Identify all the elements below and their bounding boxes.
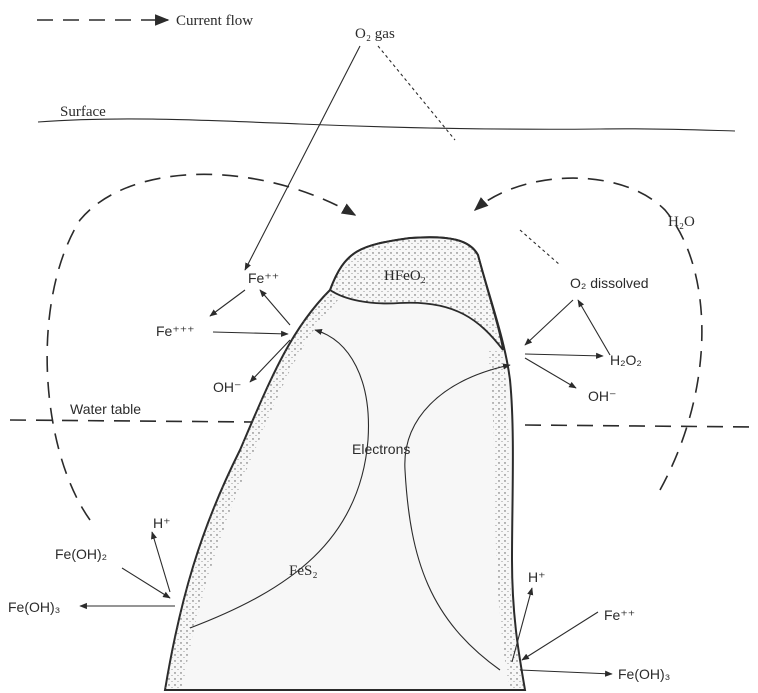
o2-dissolved-label: O₂ dissolved — [570, 275, 649, 291]
h-plus-right-label: H⁺ — [528, 569, 546, 585]
arrow-to-h2o2 — [525, 354, 603, 356]
o2-gas-label: O₂ gas — [355, 26, 395, 42]
legend-current-flow-label: Current flow — [176, 13, 253, 29]
arrow-to-oh-right — [525, 358, 576, 388]
arrow-to-o2-dissolved — [578, 300, 610, 355]
arrow-feoh2-to-body — [122, 568, 170, 598]
fe-pp-right-label: Fe⁺⁺ — [604, 607, 635, 623]
h-plus-left-label: H⁺ — [153, 515, 171, 531]
oh-left-label: OH⁻ — [213, 379, 241, 395]
arrow-fe-pp-to-fe-ppp — [210, 290, 245, 316]
feoh2-label: Fe(OH)₂ — [55, 546, 107, 562]
water-table-label: Water table — [70, 401, 141, 417]
h2o2-label: H₂O₂ — [610, 352, 642, 368]
o2-gas-to-surface-line — [378, 46, 455, 140]
arrow-fe-ppp-to-body — [213, 332, 288, 334]
fes2-label: FeS₂ — [289, 563, 318, 579]
arrow-o2-to-body — [525, 300, 573, 345]
h2o-label: H₂O — [668, 214, 695, 230]
hfeo2-label: HFeO₂ — [384, 268, 426, 284]
water-table-line-right — [525, 425, 755, 427]
legend: Current flow — [37, 13, 253, 29]
oh-right-label: OH⁻ — [588, 388, 616, 404]
arrow-to-fe-pp — [260, 290, 290, 325]
feoh3-right-label: Fe(OH)₃ — [618, 666, 670, 682]
water-table-line-left — [10, 420, 255, 422]
fe-pp-top-label: Fe⁺⁺ — [248, 270, 279, 286]
ore-body — [165, 237, 525, 690]
electrons-label: Electrons — [352, 441, 410, 457]
surface-line — [38, 119, 735, 131]
fe-ppp-label: Fe⁺⁺⁺ — [156, 323, 195, 339]
o2-gas-to-fe-arrow — [245, 46, 360, 270]
surface-label: Surface — [60, 104, 106, 120]
arrow-to-h-plus-left — [152, 532, 170, 592]
dissolved-dot-line — [520, 230, 560, 265]
arrow-fe-pp-to-body — [522, 612, 598, 660]
feoh3-left-label: Fe(OH)₃ — [8, 599, 60, 615]
arrow-to-feoh3-right — [520, 670, 612, 674]
